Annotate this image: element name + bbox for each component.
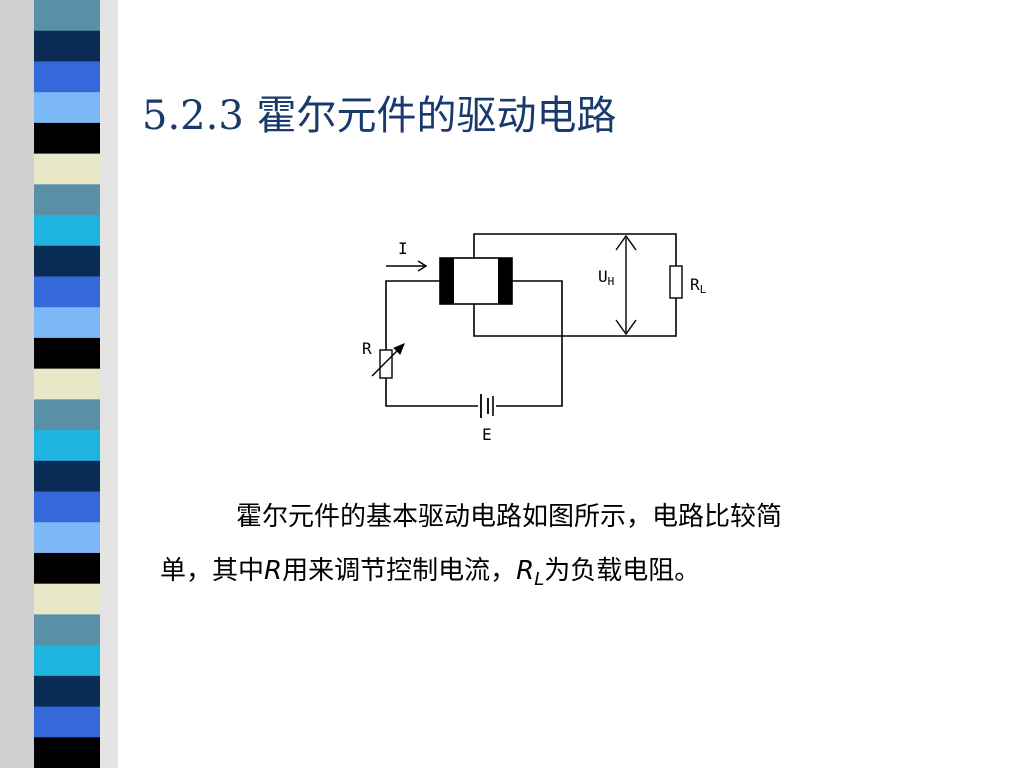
strip-band xyxy=(34,583,100,615)
load-label: RL xyxy=(690,275,707,296)
strip-band xyxy=(34,491,100,523)
strip-band xyxy=(34,706,100,738)
decorative-side-strip xyxy=(0,0,118,768)
hall-element xyxy=(439,257,513,305)
strip-band xyxy=(34,522,100,554)
load-resistor xyxy=(669,265,683,299)
description-line-1: 霍尔元件的基本驱动电路如图所示，电路比较简 xyxy=(236,502,783,532)
strip-band xyxy=(34,215,100,247)
strip-band xyxy=(34,368,100,400)
wire-lower-left xyxy=(385,378,478,407)
strip-band xyxy=(34,430,100,462)
strip-band xyxy=(34,30,100,62)
strip-band xyxy=(34,307,100,339)
strip-band xyxy=(34,153,100,185)
strip-gray-edge xyxy=(0,0,34,768)
strip-band xyxy=(34,614,100,646)
strip-band xyxy=(34,92,100,124)
current-label: I xyxy=(398,239,408,258)
rheostat xyxy=(379,349,393,379)
strip-band xyxy=(34,552,100,585)
wire-left xyxy=(385,280,440,350)
strip-band xyxy=(34,337,100,370)
strip-band xyxy=(34,245,100,277)
description-line-2: 单，其中R用来调节控制电流，RL为负载电阻。 xyxy=(160,556,701,590)
wire-top xyxy=(473,233,677,266)
strip-band xyxy=(34,460,100,493)
hall-element-circuit-diagram: I UH RL R E xyxy=(362,233,707,444)
strip-band xyxy=(34,675,100,708)
strip-band xyxy=(34,737,100,768)
strip-band xyxy=(34,399,100,431)
battery-label: E xyxy=(482,425,492,444)
strip-band xyxy=(34,184,100,216)
wire-bottom xyxy=(473,298,677,337)
voltage-label: UH xyxy=(598,267,614,288)
strip-band xyxy=(34,122,100,155)
strip-band xyxy=(34,645,100,677)
symbol-rl: R xyxy=(516,556,535,586)
strip-band xyxy=(34,61,100,93)
symbol-r: R xyxy=(264,556,283,586)
rheostat-label: R xyxy=(362,339,372,358)
strip-band xyxy=(34,276,100,308)
wire-lower-right xyxy=(496,280,563,407)
page-title: 5.2.3 霍尔元件的驱动电路 xyxy=(142,93,617,139)
strip-band xyxy=(34,0,100,32)
